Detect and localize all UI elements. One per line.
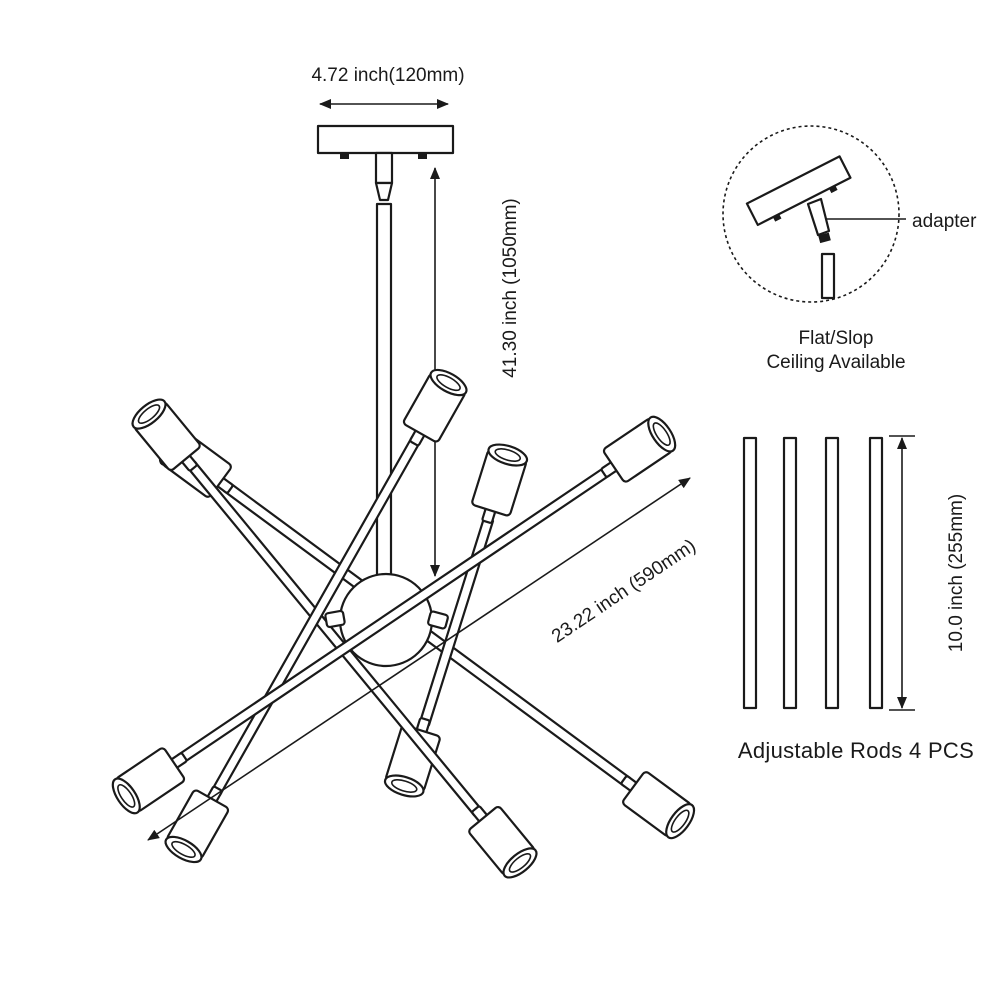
- drop-height-label: 41.30 inch (1050mm): [500, 198, 521, 378]
- adapter-label: adapter: [912, 211, 977, 232]
- canopy-width-dimension: 4.72 inch(120mm): [311, 65, 465, 109]
- rod-4: [868, 436, 884, 710]
- rods-caption: Adjustable Rods 4 PCS: [738, 738, 974, 763]
- rod-length-label: 10.0 inch (255mm): [946, 494, 967, 652]
- adjustable-rods: 10.0 inch (255mm) Adjustable Rods 4 PCS: [738, 435, 974, 763]
- ceiling-detail-inset: adapter Flat/Slop Ceiling Available: [722, 125, 977, 373]
- downrod: [375, 202, 393, 588]
- ceiling-caption-line2: Ceiling Available: [766, 352, 905, 373]
- ceiling-caption-line1: Flat/Slop: [799, 328, 874, 349]
- span-width-label: 23.22 inch (590mm): [548, 535, 700, 647]
- ceiling-canopy: [316, 124, 455, 202]
- canopy-width-label: 4.72 inch(120mm): [311, 65, 464, 86]
- rod-3: [824, 436, 840, 710]
- detail-circle: [722, 125, 900, 303]
- rod-2: [782, 436, 798, 710]
- span-width-arrow: [147, 477, 691, 841]
- rod-1: [742, 436, 758, 710]
